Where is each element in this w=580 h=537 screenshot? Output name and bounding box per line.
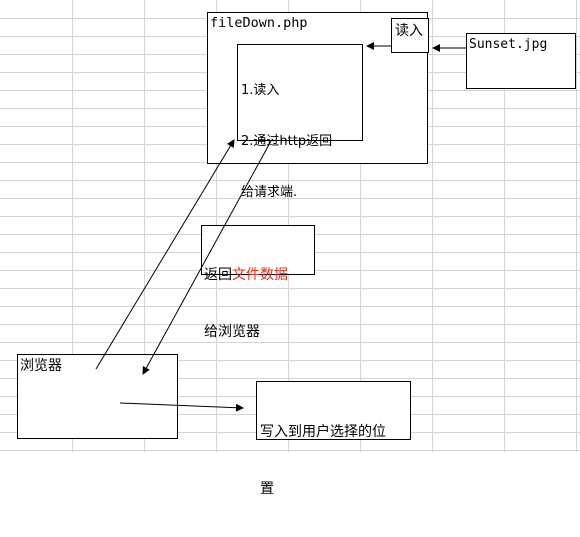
return-prefix: 返回 [204, 267, 232, 283]
read-label: 读入 [395, 23, 423, 39]
return-box: 返回文件数据 给浏览器 [201, 225, 315, 340]
return-box-text: 返回文件数据 给浏览器 [204, 228, 288, 380]
step-3-text: 给请求端. [241, 185, 298, 200]
step-1-text: 1.读入 [241, 83, 280, 98]
php-box-title: fileDown.php [210, 15, 308, 31]
return-line-1: 返回文件数据 [204, 266, 288, 285]
read-label-box: 读入 [391, 18, 429, 53]
write-box-text: 写入到用户选择的位 置 [260, 385, 386, 537]
return-line-2: 给浏览器 [204, 324, 260, 340]
browser-box: 浏览器 [17, 354, 178, 439]
file-name: Sunset.jpg [469, 37, 548, 52]
step-2-text: 2.通过http返回 [241, 134, 333, 149]
write-line-2: 置 [260, 481, 274, 497]
steps-box-text: 1.读入 2.通过http返回 给请求端. [241, 48, 332, 235]
steps-box: 1.读入 2.通过http返回 给请求端. [237, 44, 363, 200]
write-box: 写入到用户选择的位 置 [256, 381, 411, 497]
return-highlight: 文件数据 [232, 267, 288, 283]
file-box: Sunset.jpg [466, 33, 576, 89]
write-line-1: 写入到用户选择的位 [260, 424, 386, 440]
browser-label: 浏览器 [20, 358, 62, 374]
